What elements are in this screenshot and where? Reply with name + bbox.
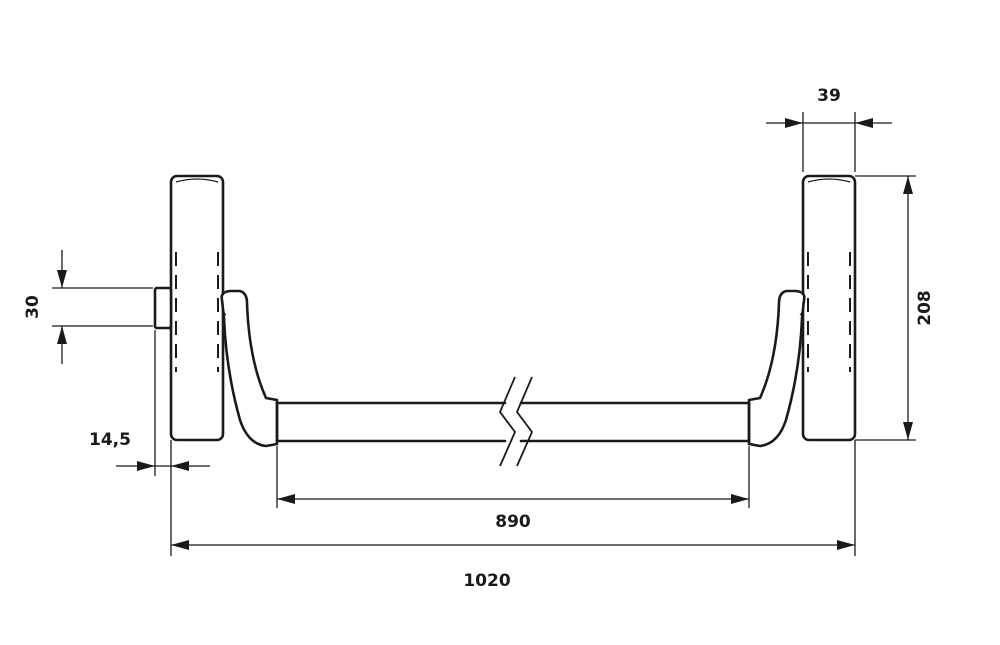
break-mark-left [498,376,517,467]
right-arm [747,289,806,448]
push-bar [275,376,751,467]
left-arm [220,289,279,448]
dimension-30-label: 30 [23,295,43,319]
dimension-39-label: 39 [817,86,841,106]
dimension-208: 208 [855,175,935,441]
dimension-890: 890 [276,446,750,532]
dimension-14-5-label: 14,5 [89,430,131,450]
dimension-208-label: 208 [915,290,935,326]
dimension-1020: 1020 [171,440,856,591]
dimension-39: 39 [766,86,892,172]
dimension-30: 30 [23,250,153,364]
break-mark-right [515,376,534,467]
dimension-14-5: 14,5 [89,330,210,556]
dimension-890-label: 890 [495,512,531,532]
dimension-1020-label: 1020 [463,571,510,591]
right-end-housing [801,174,857,442]
left-end-housing [169,174,225,442]
left-spindle [153,286,173,330]
